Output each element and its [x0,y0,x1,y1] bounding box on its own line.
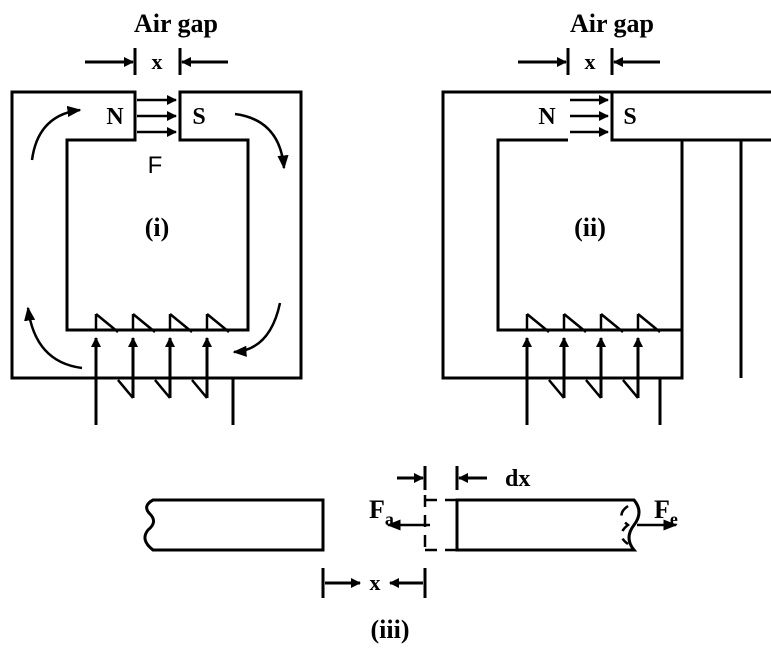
core-outline-ii [441,90,771,380]
gap-var-i: x [152,49,163,74]
coil-winding-ii [522,313,662,425]
gap-dimension-ii: x [518,48,660,75]
air-gap-label-ii: Air gap [570,9,654,38]
south-pole-ii: S [623,104,636,130]
dx-label-iii: dx [505,466,530,492]
x-label-iii: x [370,570,381,595]
air-gap-label-i: Air gap [134,9,218,38]
core-outline-i [10,90,303,380]
fa-force-iii: Fa [369,495,430,531]
fa-label-iii: Fa [369,495,394,529]
coil-winding-i [91,313,235,425]
caption-ii: (ii) [574,213,606,242]
north-pole-ii: N [538,104,556,130]
diagram-i: Air gap x N S F (i) [10,9,303,425]
gap-dimension-i: x [85,48,228,75]
gap-flux-arrows-ii [570,95,609,137]
caption-i: (i) [145,213,170,242]
flux-path-arrows-i [24,105,289,370]
dx-dimension-iii: dx [397,466,530,492]
fe-force-iii: Fe [637,495,678,531]
gap-var-ii: x [585,49,596,74]
diagram-ii: Air gap x N S (ii) [441,9,771,425]
right-bar-iii [455,498,641,552]
gap-flux-arrows-i [137,95,177,137]
north-pole-i: N [106,104,124,130]
force-label-i: F [148,152,163,179]
diagram-iii: dx Fa Fe x (iii) [143,466,678,644]
fe-label-iii: Fe [654,495,678,529]
south-pole-i: S [192,104,205,130]
left-bar-iii [143,498,325,552]
x-dimension-iii: x [321,568,427,598]
right-bar-break-iii [620,504,631,546]
caption-iii: (iii) [371,615,410,644]
